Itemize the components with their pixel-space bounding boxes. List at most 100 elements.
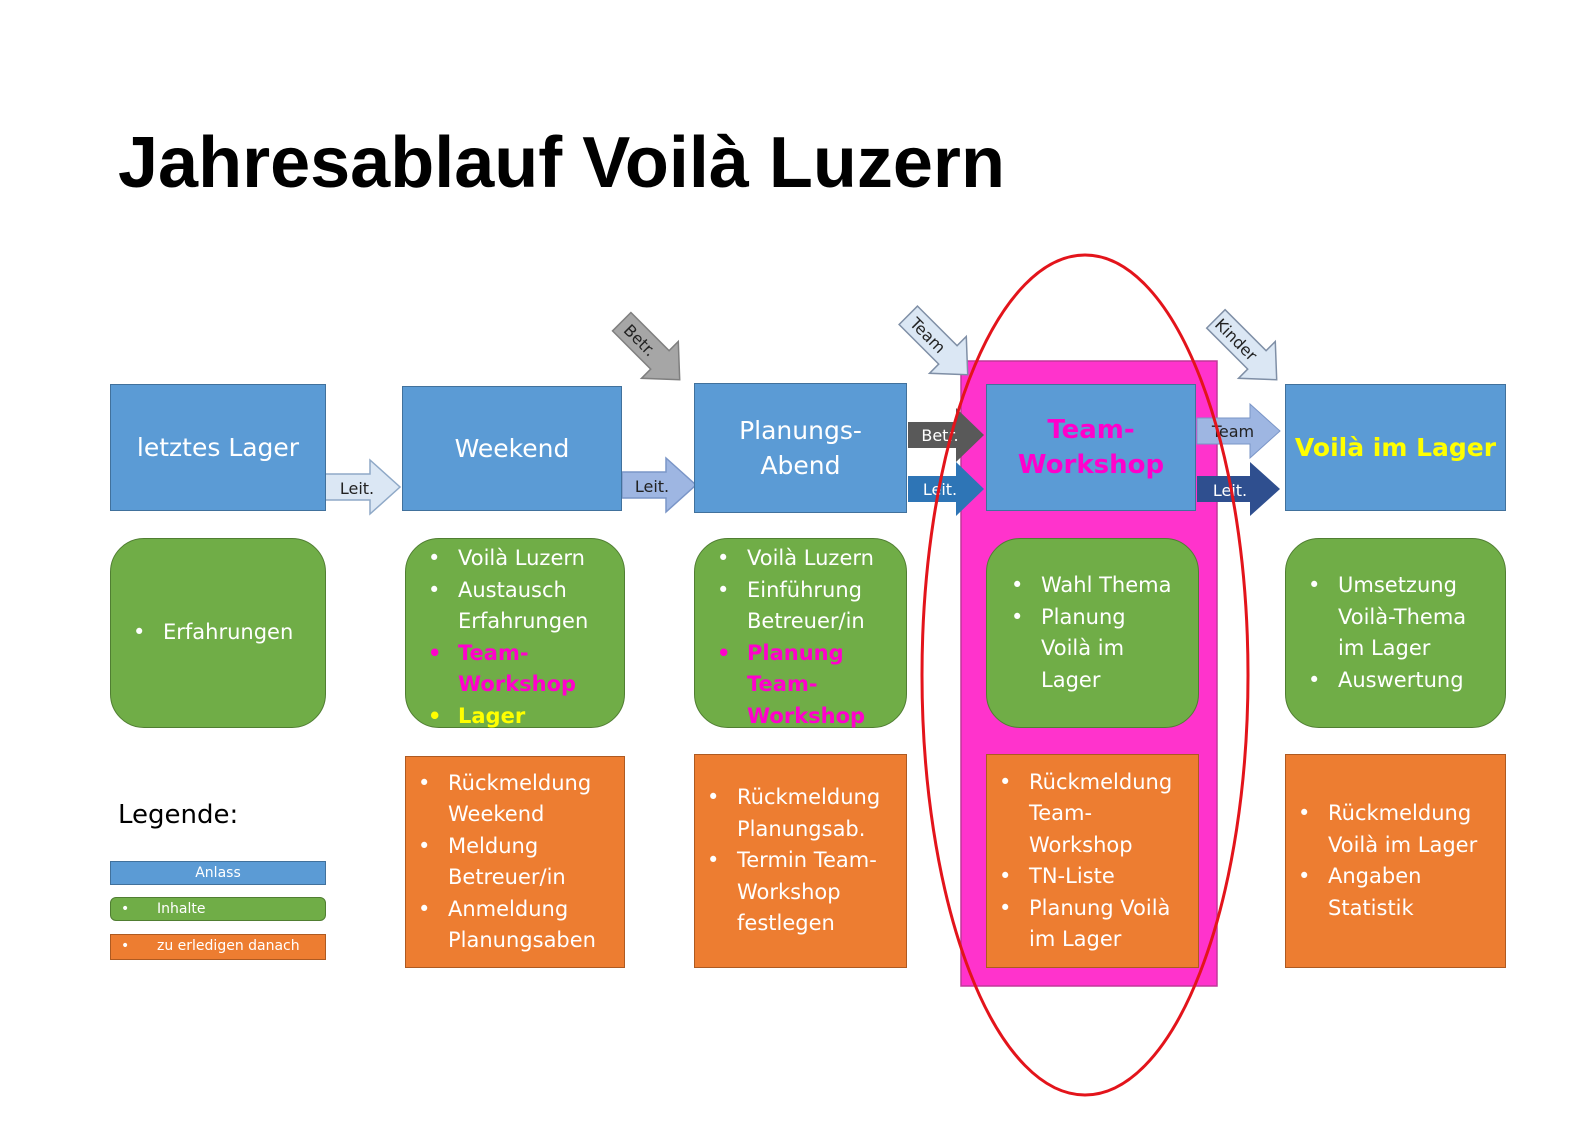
list-item-text: Rückmeldung	[737, 785, 881, 810]
stage-team-workshop: Team- Workshop	[986, 384, 1196, 511]
list-item-text: Team-	[1029, 801, 1093, 825]
list-item-text: Betreuer/in	[747, 609, 865, 633]
list-item-text: Voilà im	[1041, 636, 1125, 660]
legend-title: Legende:	[118, 800, 239, 830]
page-title: Jahresablauf Voilà Luzern	[118, 123, 1005, 203]
stage-label: Weekend	[454, 434, 570, 463]
list-item: Wahl Thema	[1003, 570, 1172, 602]
list-item-text: Team-	[458, 640, 529, 665]
legend-anlass: Anlass	[110, 861, 326, 885]
list-item-text: Lager	[458, 703, 526, 728]
list-item-text: Planungsab.	[737, 816, 866, 841]
list-item-text: Planung	[1041, 604, 1126, 629]
arrow-label-leit-3: Leit.	[923, 480, 957, 499]
list-item-text: Erfahrungen	[458, 609, 589, 633]
list-item-text: Voilà im Lager	[1328, 832, 1478, 857]
list-item-text: im Lager	[1338, 636, 1431, 660]
list-item-text: Lager	[1041, 667, 1101, 692]
list-item-text: Anmeldung	[448, 896, 569, 921]
arrow-label-team-4: Team	[1211, 422, 1254, 441]
stage-label: letztes Lager	[136, 433, 300, 462]
list-item: Auswertung	[1300, 665, 1466, 697]
arrow-leit-2: Leit.	[621, 456, 698, 514]
list-item-text: Voilà Luzern	[458, 546, 585, 570]
list-item-text: Workshop	[747, 703, 866, 728]
stage-voila-im-lager: Voilà im Lager	[1285, 384, 1506, 511]
legend-anlass-label: Anlass	[195, 865, 241, 881]
list-item: Termin Team- Workshop festlegen	[699, 845, 880, 940]
stage-label: Voilà im Lager	[1294, 433, 1497, 462]
list-item: Lager	[420, 701, 588, 733]
inhalte-letztes-lager: Erfahrungen	[110, 538, 326, 728]
stage-planungs-abend: Planungs- Abend	[694, 383, 907, 513]
list-item-text: Team-	[747, 672, 818, 696]
stage-weekend: Weekend	[402, 386, 622, 511]
legend-inhalte: • Inhalte	[110, 897, 326, 921]
list-item-text: Rückmeldung	[1029, 769, 1173, 794]
legend-inhalte-label: Inhalte	[157, 901, 206, 917]
list-item-text: Planungsaben	[448, 928, 596, 952]
stage-label: Team- Workshop	[1018, 413, 1164, 483]
arrow-label-leit-1: Leit.	[340, 479, 374, 498]
list-item-text: TN-Liste	[1029, 864, 1115, 888]
list-item-text: Voilà-Thema	[1338, 604, 1467, 629]
arrow-label-leit-4: Leit.	[1213, 481, 1247, 500]
list-item-text: Termin Team-	[737, 848, 877, 873]
stage-label: Planungs- Abend	[739, 413, 862, 483]
list-item: Voilà Luzern	[420, 543, 588, 575]
list-item-text: festlegen	[737, 911, 835, 936]
list-item-text: im Lager	[1029, 927, 1122, 951]
stage-label-line2: Workshop	[1017, 449, 1165, 480]
stage-label-line1: Team-	[1047, 414, 1135, 445]
arrow-label-leit-2: Leit.	[635, 477, 669, 496]
arrow-betr-diagonal: Betr.	[611, 311, 681, 381]
legend-erledigen: • zu erledigen danach	[110, 934, 326, 960]
list-item-text: Workshop	[737, 879, 841, 904]
arrow-leit-1: Leit.	[324, 458, 402, 516]
list-item-text: Einführung	[747, 577, 863, 602]
list-item-text: Rückmeldung	[448, 770, 592, 795]
list-item: TN-Liste	[991, 861, 1172, 893]
list-item: Voilà Luzern	[709, 543, 874, 575]
list-item-text: Workshop	[458, 672, 577, 696]
list-item: Planung Voilà im Lager	[991, 893, 1172, 956]
stage-label-line2: Abend	[760, 451, 841, 480]
list-item: Team- Workshop	[420, 638, 588, 701]
list-item-text: Statistik	[1328, 895, 1414, 920]
stage-label-line1: Planungs-	[739, 416, 862, 445]
legend-erledigen-label: zu erledigen danach	[157, 938, 300, 954]
list-item-text: Austausch	[458, 577, 567, 602]
list-item-text: Planung Voilà	[1029, 895, 1171, 920]
list-item-text: Auswertung	[1338, 667, 1464, 692]
list-item-text: Weekend	[448, 802, 545, 826]
list-item: Erfahrungen	[125, 617, 293, 649]
bullet-icon: •	[121, 901, 130, 917]
list-item-text: Planung	[747, 640, 844, 665]
list-item-text: Umsetzung	[1338, 573, 1457, 597]
list-item-text: Meldung	[448, 833, 539, 858]
list-item-text: Workshop	[1029, 832, 1133, 857]
stage-letztes-lager: letztes Lager	[110, 384, 326, 511]
arrow-label-betr-3: Betr.	[921, 426, 958, 445]
bullet-icon: •	[121, 938, 130, 954]
list-item-text: Wahl Thema	[1041, 573, 1172, 597]
list-item-text: Betreuer/in	[448, 865, 566, 889]
